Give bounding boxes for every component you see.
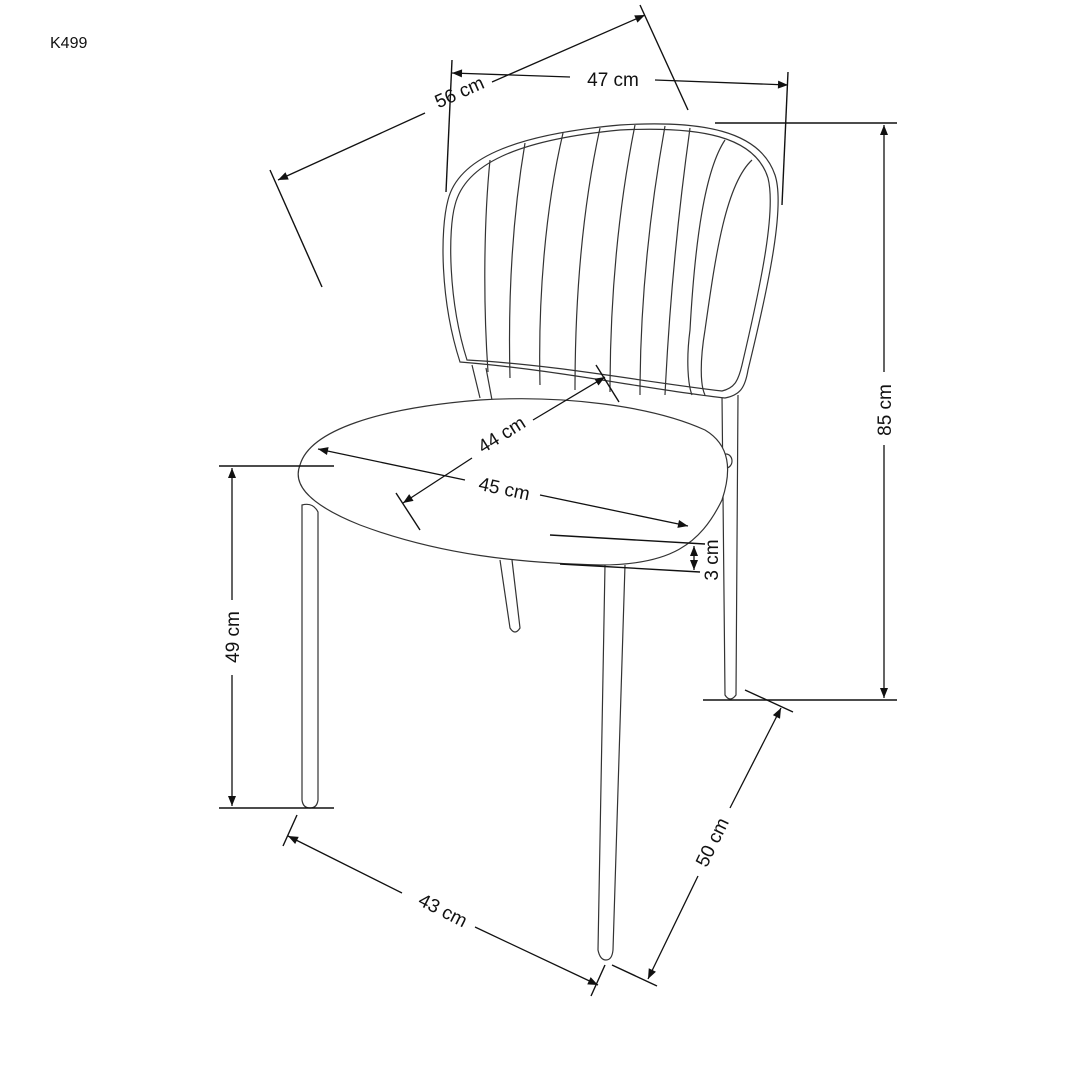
label-leg-span-side: 50 cm [692,815,734,871]
back-leg-left [499,559,521,633]
backrest-shell [442,123,779,399]
dim-seat-height: 49 cm [219,465,334,809]
label-width: 47 cm [587,70,639,91]
backrest-inner [450,128,771,392]
dim-height: 85 cm [703,122,897,701]
dim-seat-thickness: 3 cm [549,534,723,581]
label-leg-span-front: 43 cm [415,890,471,932]
dim-width: 47 cm [445,59,789,206]
label-seat-height: 49 cm [223,611,244,663]
model-code: K499 [50,35,88,52]
dim-leg-span-front: 43 cm [282,814,606,997]
label-seat-thickness: 3 cm [702,539,723,580]
label-height: 85 cm [875,384,896,436]
front-leg-right [597,564,626,961]
label-depth: 56 cm [432,73,488,113]
back-leg-right [721,394,739,700]
chair-drawing [297,123,779,961]
back-leg-left-top [471,364,493,401]
dim-leg-span-side: 50 cm [611,689,794,987]
seat-cushion [297,398,729,566]
front-leg-left [301,503,319,809]
